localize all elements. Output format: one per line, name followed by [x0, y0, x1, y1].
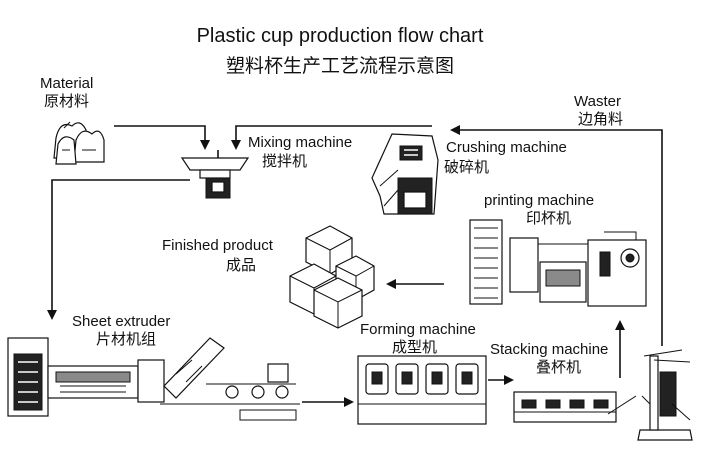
crushing-label: Crushing machine [446, 139, 567, 156]
printing-label-zh: 印杯机 [526, 209, 571, 227]
finished-label: Finished product [162, 237, 274, 254]
stacking-machine-icon [513, 391, 637, 423]
mixing-label: Mixing machine [248, 134, 352, 151]
title-zh: 塑料杯生产工艺流程示意图 [226, 55, 454, 77]
mixing-label-zh: 搅拌机 [262, 152, 307, 170]
printing-machine-icon [469, 219, 647, 307]
mixing-machine-icon [180, 150, 250, 199]
arrow-crushing-to-mixing [231, 125, 432, 150]
waster-label-zh: 边角料 [578, 110, 623, 128]
arrow-waster-to-crushing [450, 125, 663, 346]
stacking-label: Stacking machine [490, 341, 608, 358]
crushing-machine-icon [371, 133, 439, 215]
printing-label: printing machine [484, 192, 594, 209]
arrow-mixing-to-extruder [47, 179, 190, 320]
title-en: Plastic cup production flow chart [197, 25, 484, 47]
finished-label-zh: 成品 [226, 256, 256, 274]
stacking-label-zh: 叠杯机 [536, 358, 581, 376]
sheet-extruder-icon [7, 337, 300, 421]
forming-label: Forming machine [360, 321, 476, 338]
waster-label: Waster [574, 93, 621, 110]
arrow-material-to-mixing [114, 125, 210, 150]
sheet-label: Sheet extruder [72, 313, 170, 330]
material-label-zh: 原材料 [44, 92, 89, 110]
forming-machine-icon [357, 355, 487, 425]
crushing-label-zh: 破碎机 [444, 158, 489, 176]
waster-collector-icon [637, 349, 693, 441]
forming-label-zh: 成型机 [392, 338, 437, 356]
material-label: Material [40, 75, 93, 92]
finished-product-cubes-icon [289, 225, 375, 329]
sheet-label-zh: 片材机组 [96, 330, 156, 348]
flow-arrows [47, 125, 663, 407]
material-bags-icon [53, 121, 105, 165]
